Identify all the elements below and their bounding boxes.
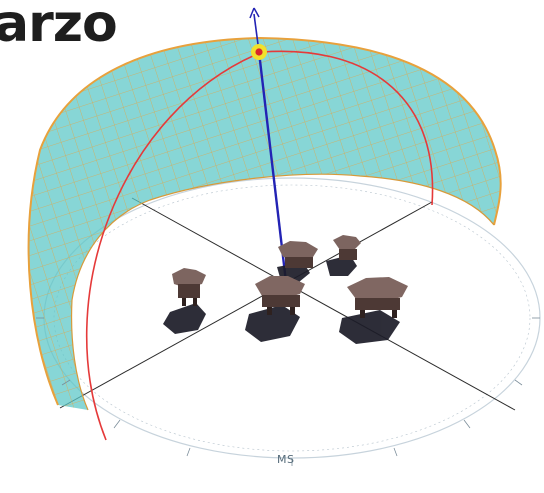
sun-ray [257,51,288,283]
building-northeast [333,235,361,260]
axis-ne-sw [131,197,516,411]
ground-ring [53,184,531,452]
sun-direction-arrow-icon [249,7,260,19]
sun-position-marker-icon [255,48,263,56]
dome-inner-edge [71,173,495,411]
compass-south-label: MS [277,453,295,466]
compass-ticks [36,317,540,466]
buildings [172,235,408,318]
building-north [278,241,318,268]
meridian-arc-right [261,50,434,206]
axis-nw-se [59,201,433,409]
building-center [255,276,305,315]
app-logo-title: arzo [0,0,118,54]
building-east [347,277,408,318]
dome-outer-edge [27,36,502,406]
building-west [172,268,206,306]
meridian-arc-left [85,51,263,441]
